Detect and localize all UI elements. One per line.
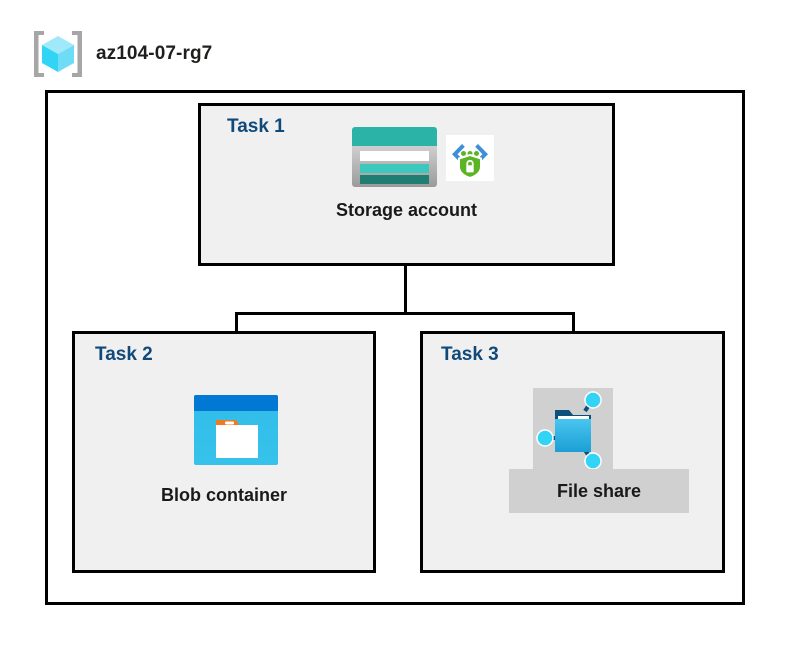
storage-account-icon — [352, 127, 437, 187]
task-2-label: Task 2 — [95, 344, 153, 365]
storage-account-caption: Storage account — [335, 200, 478, 220]
task-3-label: Task 3 — [441, 344, 499, 365]
resource-group-cube-icon — [30, 28, 86, 80]
security-shield-lock-icon — [446, 135, 494, 181]
resource-group-header: az104-07-rg7 — [30, 26, 212, 82]
blob-container-icon — [194, 395, 278, 465]
task-1-label: Task 1 — [227, 116, 285, 137]
blob-container-caption: Blob container — [160, 485, 287, 505]
file-share-caption-plate — [509, 469, 689, 513]
connector-horizontal-bus — [235, 312, 575, 315]
resource-group-name: az104-07-rg7 — [96, 43, 213, 64]
file-share-caption: File share — [556, 481, 642, 501]
file-share-icon — [533, 388, 613, 471]
